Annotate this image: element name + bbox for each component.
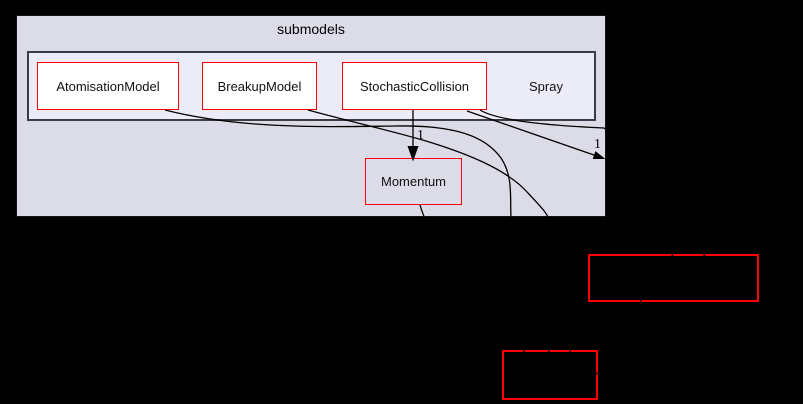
node-breakupmodel[interactable]: BreakupModel [202, 62, 317, 110]
edge-right-external1 [606, 162, 707, 259]
cluster-spray-label[interactable]: Spray [529, 78, 563, 94]
node-atomisationmodel[interactable]: AtomisationModel [37, 62, 179, 110]
edge-count-label-momentum: 1 [417, 128, 424, 143]
cluster-submodels-label[interactable]: submodels [277, 21, 345, 37]
node-external-1[interactable] [588, 254, 759, 302]
node-stochasticcollision[interactable]: StochasticCollision [342, 62, 487, 110]
node-stochasticcollision-label: StochasticCollision [359, 78, 470, 94]
edge-external1-external2 [593, 296, 642, 376]
node-external-2[interactable] [502, 350, 598, 400]
edge-count-label-right: 1 [594, 137, 601, 152]
node-momentum[interactable]: Momentum [365, 158, 462, 205]
node-atomisationmodel-label: AtomisationModel [56, 78, 160, 94]
node-breakupmodel-label: BreakupModel [217, 78, 302, 94]
node-momentum-label: Momentum [380, 174, 447, 189]
edge-momentum-external2 [419, 204, 526, 353]
